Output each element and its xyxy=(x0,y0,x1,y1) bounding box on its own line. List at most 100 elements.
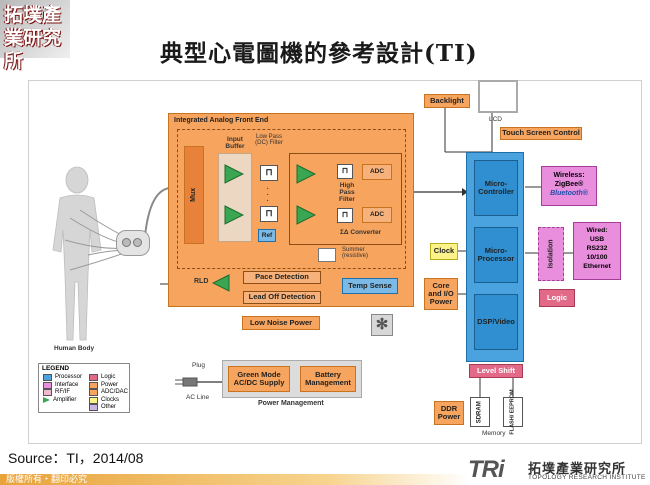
legend-swatch xyxy=(89,389,98,397)
legend-swatch xyxy=(89,404,98,412)
electrode-dot xyxy=(122,238,131,247)
legend-item: Processor xyxy=(43,374,82,381)
wired-label: Wired: xyxy=(586,227,608,234)
wireless-block: Wireless: ZigBee® Bluetooth® xyxy=(541,166,597,206)
battery-management-block: Battery Management xyxy=(300,366,356,392)
pace-detection-block: Pace Detection xyxy=(243,271,321,284)
lead-off-detection-block: Lead Off Detection xyxy=(243,291,321,304)
rld-label: RLD xyxy=(194,278,209,285)
micro-controller-block: Micro-Controller xyxy=(474,160,518,216)
rs232-label: RS232 xyxy=(586,245,608,252)
power-management-label: Power Management xyxy=(258,400,324,407)
legend-item: Clocks xyxy=(89,396,120,404)
sdram-block: SDRAM xyxy=(470,397,490,427)
corner-logo: 拓墣產業研究所 xyxy=(0,0,70,72)
corner-logo-text: 拓墣產業研究所 xyxy=(4,4,62,72)
low-pass-filter-icon: ⊓ xyxy=(260,165,278,181)
legend-swatch xyxy=(89,396,98,404)
legend-swatch xyxy=(43,389,52,397)
low-noise-power-block: Low Noise Power xyxy=(242,316,320,330)
ref-block: Ref xyxy=(258,229,276,242)
electrode-pod xyxy=(116,230,150,256)
sd-converter-label: ΣΔ Converter xyxy=(340,229,382,236)
micro-processor-block: Micro-Processor xyxy=(474,227,518,283)
legend-label: Processor xyxy=(55,374,83,380)
isolation-block: Isolation xyxy=(538,227,564,281)
green-mode-supply-block: Green Mode AC/DC Supply xyxy=(228,366,290,392)
amplifier-icon xyxy=(212,274,230,292)
input-buffer-block xyxy=(218,153,252,242)
low-pass-label: Low Pass (DC) Filter xyxy=(255,134,283,146)
ethernet-speed-label: 10/100 xyxy=(586,254,608,261)
ac-plug-icon xyxy=(175,377,222,387)
amplifier-icon xyxy=(296,164,316,184)
legend-label: Clocks xyxy=(101,396,120,403)
mux-label: Mux xyxy=(190,188,198,202)
legend-label: Logic xyxy=(101,374,116,380)
plug-label: Plug xyxy=(192,362,206,369)
high-pass-filter-icon: ⊓ xyxy=(337,208,353,223)
legend-swatch xyxy=(89,381,98,389)
zigbee-label: ZigBee® xyxy=(554,181,584,188)
legend-label: Power xyxy=(101,381,119,388)
legend-item: Other xyxy=(89,404,117,412)
flash-label: FLASH/ EEPROM xyxy=(509,389,516,435)
legend-item: Amplifier xyxy=(43,397,76,404)
logic-block: Logic xyxy=(539,289,575,307)
legend-label: Amplifier xyxy=(53,396,77,403)
filter-ellipsis: ··· xyxy=(266,183,270,206)
sdram-label: SDRAM xyxy=(476,401,483,423)
tri-logo-en: TOPOLOGY RESEARCH INSTITUTE xyxy=(528,474,646,481)
electrode-dot xyxy=(133,238,142,247)
bluetooth-label: Bluetooth® xyxy=(550,190,588,197)
level-shift-block: Level Shift xyxy=(469,364,523,378)
usb-label: USB xyxy=(589,236,605,243)
summer-label: Summer (resistive) xyxy=(342,247,369,259)
ddr-power-block: DDR Power xyxy=(434,401,464,425)
human-body-label: Human Body xyxy=(54,345,95,352)
legend-swatch xyxy=(43,397,50,404)
afe-title: Integrated Analog Front End xyxy=(174,117,269,124)
wired-block: Wired: USB RS232 10/100 Ethernet xyxy=(573,222,621,280)
dsp-video-block: DSP/Video xyxy=(474,294,518,350)
backlight-block: Backlight xyxy=(424,94,470,108)
summer-block xyxy=(318,248,336,262)
clock-block: Clock xyxy=(430,243,458,260)
legend-label: Interface xyxy=(55,381,79,388)
legend-swatch xyxy=(89,374,98,381)
amplifier-icon xyxy=(296,205,316,225)
touch-screen-block: Touch Screen Control xyxy=(500,127,582,140)
amplifier-icon xyxy=(224,164,244,184)
wireless-label: Wireless: xyxy=(553,172,585,179)
afe-inner-dashed xyxy=(177,129,406,269)
legend-item: Power xyxy=(89,381,119,389)
tri-logo-cn: 拓墣產業研究所 xyxy=(528,462,627,477)
legend-swatch xyxy=(43,374,52,381)
input-buffer-label: Input Buffer xyxy=(225,136,245,150)
amplifier-icon xyxy=(224,205,244,225)
isolation-label: Isolation xyxy=(547,239,555,269)
ac-line-label: AC Line xyxy=(186,394,210,401)
adc-block: ADC xyxy=(362,207,392,223)
mux-block: Mux xyxy=(184,146,204,244)
source-note: Source：TI，2014/08 xyxy=(8,450,144,466)
copyright-text: 版權所有‧翻印必究 xyxy=(6,474,88,484)
legend-label: ADC/DAC xyxy=(101,389,129,396)
temp-sense-block: Temp Sense xyxy=(342,278,398,294)
lcd-label: LCD xyxy=(489,116,503,123)
legend-item: Interface xyxy=(43,381,79,389)
copyright-bar xyxy=(0,474,470,485)
legend-item: RF/IF xyxy=(43,389,70,397)
low-pass-filter-icon: ⊓ xyxy=(260,206,278,222)
legend-label: Other xyxy=(101,404,117,411)
legend-title: LEGEND xyxy=(42,365,70,372)
legend-label: RF/IF xyxy=(55,389,70,396)
legend-swatch xyxy=(43,381,52,389)
fan-icon: ✻ xyxy=(371,314,393,336)
page-title: 典型心電圖機的參考設計(TI) xyxy=(160,40,478,67)
ethernet-label: Ethernet xyxy=(583,263,611,270)
adc-group xyxy=(289,153,402,245)
high-pass-label: High Pass Filter xyxy=(339,182,355,203)
tri-logo-mark: TRi xyxy=(468,456,505,483)
